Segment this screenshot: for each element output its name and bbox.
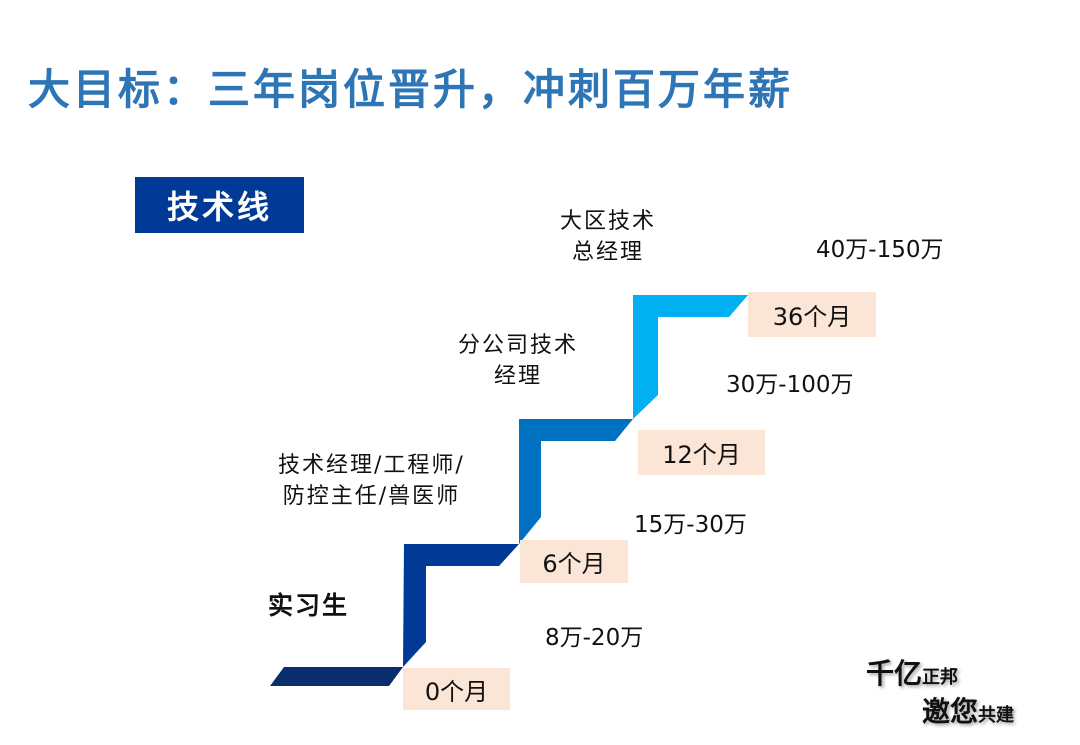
track-label-badge: 技术线 xyxy=(135,177,304,233)
salary-0: 8万-20万 xyxy=(545,625,644,651)
duration-box-2: 12个月 xyxy=(638,430,765,475)
salary-3: 40万-150万 xyxy=(816,237,944,263)
salary-1: 15万-30万 xyxy=(634,512,747,538)
step-3-riser xyxy=(633,295,748,419)
duration-box-1: 6个月 xyxy=(520,540,628,583)
step-1-riser xyxy=(403,544,519,667)
page-title: 大目标：三年岗位晋升，冲刺百万年薪 xyxy=(28,65,794,114)
role-intern: 实习生 xyxy=(268,590,349,621)
role-line: 实习生 xyxy=(268,591,350,620)
logo-slogan-line1: 千亿正邦 xyxy=(866,652,958,692)
role-tech-manager: 技术经理/工程师/ 防控主任/兽医师 xyxy=(278,450,465,512)
salary-2: 30万-100万 xyxy=(726,372,854,398)
logo-text: 千亿 xyxy=(866,657,923,690)
duration-box-3: 36个月 xyxy=(748,292,876,337)
role-branch-tech-manager: 分公司技术 经理 xyxy=(458,330,578,392)
role-line: 分公司技术 xyxy=(458,333,579,358)
role-line: 大区技术 xyxy=(560,209,657,234)
duration-box-0: 0个月 xyxy=(403,668,510,710)
role-line: 技术经理/工程师/ xyxy=(278,453,465,478)
role-line: 总经理 xyxy=(572,240,645,265)
logo-slogan-line2: 邀您共建 xyxy=(922,690,1014,730)
step-0-base xyxy=(270,667,403,686)
step-2-riser xyxy=(519,419,633,544)
role-regional-tech-gm: 大区技术 总经理 xyxy=(560,206,656,268)
role-line: 经理 xyxy=(494,364,543,389)
logo-text: 邀您 xyxy=(922,695,979,728)
logo-text: 共建 xyxy=(978,705,1015,726)
logo-text: 正邦 xyxy=(922,667,959,688)
role-line: 防控主任/兽医师 xyxy=(282,484,461,509)
